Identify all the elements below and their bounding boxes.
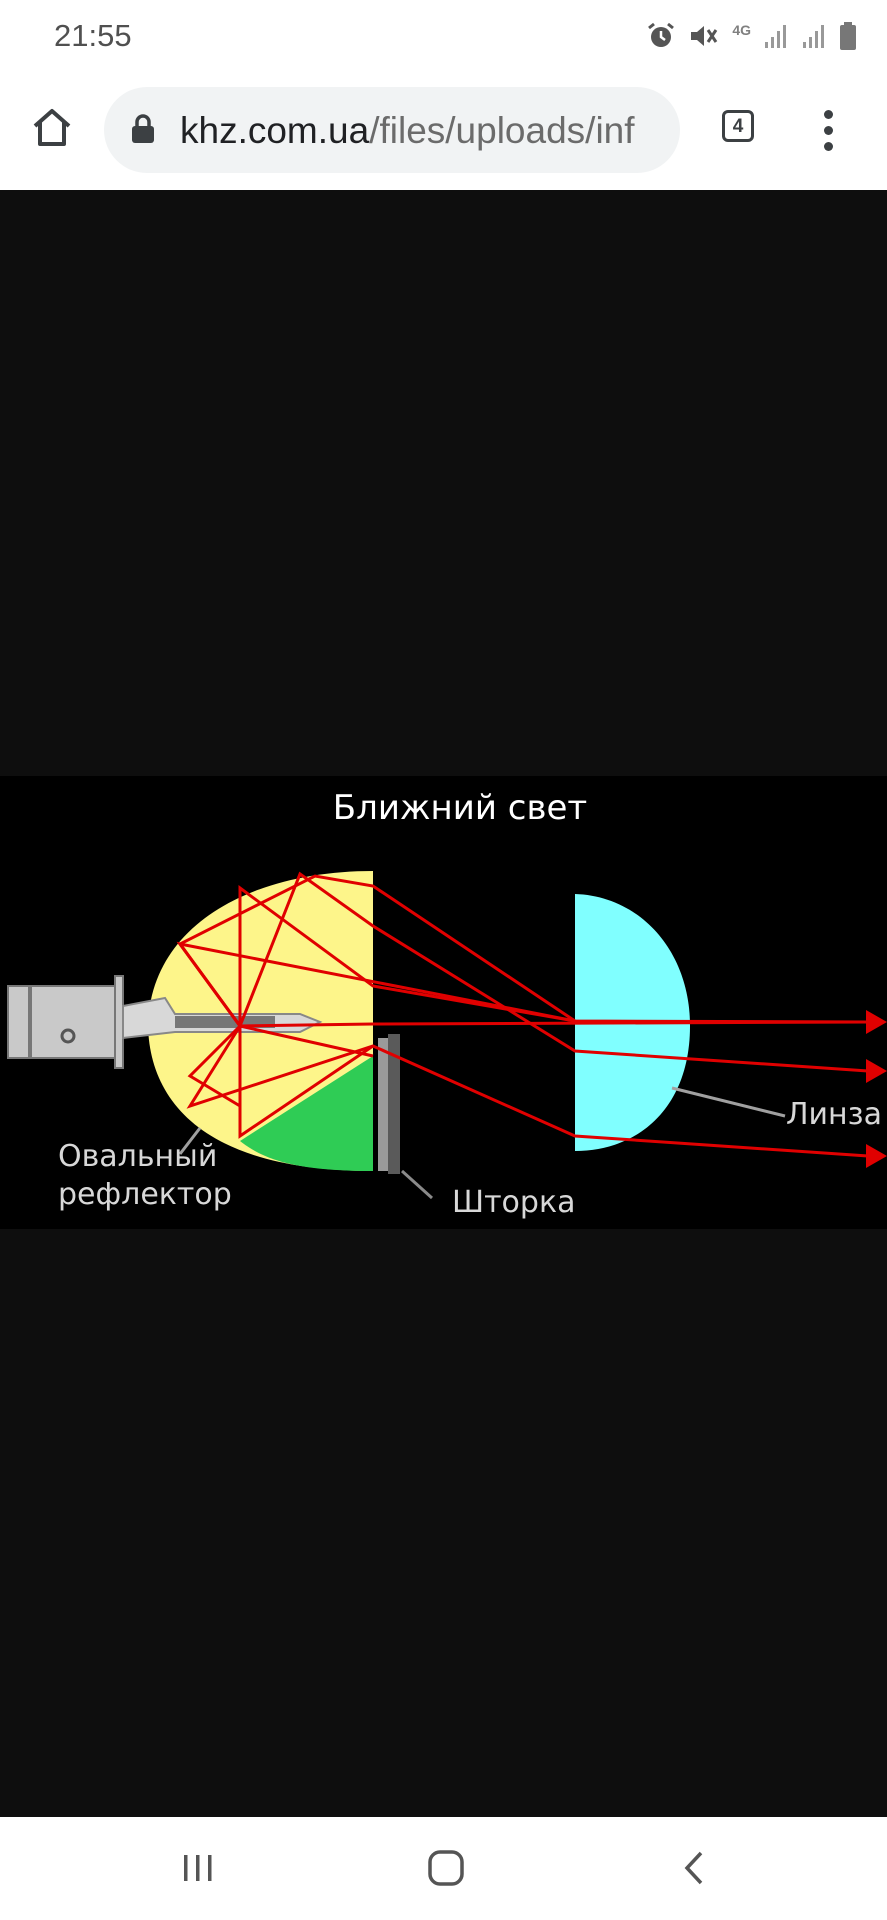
home-button[interactable] [24, 100, 80, 156]
mute-icon [691, 26, 718, 46]
signal-icon [765, 25, 786, 48]
reflector-shadow-region [240, 1056, 373, 1171]
url-host: khz.com.ua [180, 110, 370, 151]
tab-switcher-button[interactable]: 4 [718, 106, 762, 150]
home-icon [33, 109, 71, 146]
label-shutter: Шторка [452, 1185, 576, 1220]
label-reflector-line1: Овальный [58, 1139, 218, 1174]
recent-apps-button[interactable] [168, 1845, 228, 1891]
network-type-label: 4G [732, 22, 751, 38]
more-menu-button[interactable] [808, 100, 848, 160]
lock-icon [132, 114, 154, 143]
address-bar[interactable]: khz.com.ua/files/uploads/inf [104, 87, 680, 173]
browser-toolbar: khz.com.ua/files/uploads/inf 4 [0, 74, 887, 190]
headlight-diagram [7, 871, 887, 1200]
lamp-socket [7, 985, 119, 1059]
alarm-icon [648, 22, 675, 47]
back-button[interactable] [664, 1845, 724, 1891]
label-lens: Линза [786, 1097, 883, 1132]
back-icon [684, 1851, 703, 1885]
system-nav-bar [0, 1817, 887, 1920]
battery-icon [840, 22, 856, 50]
url-path: /files/uploads/inf [369, 110, 635, 151]
status-bar: 21:55 4G [0, 0, 887, 74]
label-reflector-line2: рефлектор [58, 1177, 232, 1212]
diagram-title: Ближний свет [332, 788, 588, 828]
status-icons: 4G [646, 16, 857, 56]
diagram-image: Ближний свет Овальный рефлектор Шторка Л… [0, 776, 887, 1229]
signal-icon [803, 25, 824, 48]
recent-apps-icon [184, 1855, 212, 1881]
status-time: 21:55 [54, 18, 132, 53]
url-text[interactable]: khz.com.ua/files/uploads/inf [180, 109, 666, 153]
home-nav-button[interactable] [416, 1845, 476, 1891]
shutter [378, 1038, 388, 1171]
home-circle-icon [428, 1850, 464, 1886]
tabs-icon: 4 [722, 110, 754, 142]
